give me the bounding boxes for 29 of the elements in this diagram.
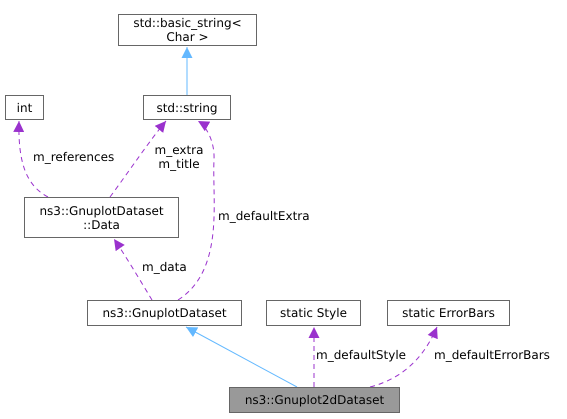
class-name: static ErrorBars [402,306,495,320]
class-name: std::string [156,100,218,114]
edge-label: m_defaultErrorBars [434,348,550,362]
class-box [24,197,179,238]
class-box [266,300,361,326]
class-name: ns3::GnuplotDataset ::Data [38,204,165,232]
dashed-arrow [178,120,215,300]
class-box [229,387,400,413]
edge-label: m_data [142,260,187,274]
class-box [118,14,257,46]
dashed-arrow [13,120,48,198]
class-name: std::basic_string< Char > [132,16,243,44]
class-name: static Style [280,306,347,320]
class-box [143,95,231,120]
class-box [5,95,44,120]
class-name: ns3::Gnuplot2dDataset [244,393,384,407]
edge-label: m_references [33,150,114,164]
class-box [87,300,242,326]
dashed-arrow [370,326,438,388]
dashed-arrow [110,120,166,198]
dashed-arrow [114,238,152,300]
class-box [387,300,510,326]
class-name: int [16,100,32,114]
arrow [186,326,298,388]
edge-label: m_defaultStyle [316,348,406,362]
class-name: ns3::GnuplotDataset [102,306,227,320]
arrow [182,46,192,96]
dashed-arrow [308,326,320,388]
edge-label: m_defaultExtra [218,209,310,223]
